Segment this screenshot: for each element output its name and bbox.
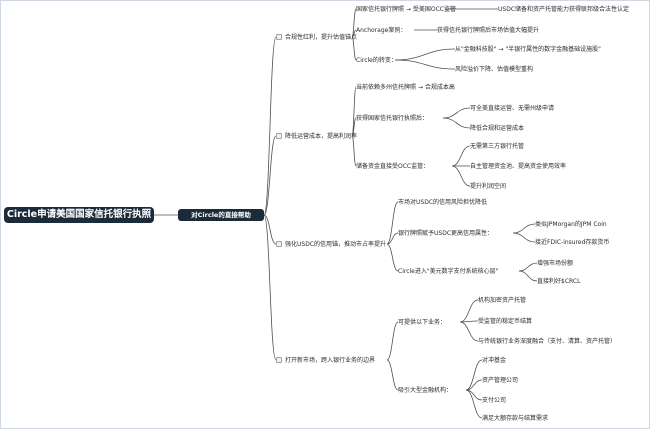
b3-bank-detail-line — [512, 232, 536, 243]
b1-item-shift-detail-1[interactable]: 从"金融科技股" → "半银行属性的数字金融基础设施股" — [455, 46, 601, 53]
center-branch-line — [263, 214, 277, 361]
b3-item-crcl[interactable]: 直接利好$CRCL — [537, 278, 581, 285]
b4-item-payment-cos[interactable]: 支付公司 — [482, 397, 507, 404]
b2-item-charter-detail-1[interactable]: 可全美直接运营、无需州级申请 — [470, 105, 555, 112]
branch3-child-line — [386, 201, 399, 245]
b1-item-anchorage-detail[interactable]: 获得信托银行牌照后市场估值大幅提升 — [437, 27, 540, 34]
branch1-child-line — [351, 29, 357, 38]
branch3-child-line — [386, 232, 399, 245]
branch-label: 降低运营成本，提高利润率 — [285, 133, 358, 140]
branch2-child-line — [351, 86, 357, 137]
b4-item-asset-managers[interactable]: 资产管理公司 — [482, 377, 519, 384]
b4-item-services[interactable]: 可提供以下业务： — [398, 319, 447, 326]
b2-item-reserve-occ[interactable]: 储备资金直接受OCC监管： — [356, 163, 430, 170]
root-node[interactable]: Circle申请美国国家信托银行执照 — [4, 207, 154, 223]
b3-item-core-layer[interactable]: Circle进入"美元数字支付系统核心层" — [398, 268, 499, 275]
b1-shift-detail-line — [394, 59, 456, 70]
b2-item-multi-state[interactable]: 当前依赖多州信托牌照 → 合规成本高 — [356, 84, 455, 91]
branch4-child-line — [386, 321, 399, 361]
branch-cost[interactable]: 降低运营成本，提高利润率 — [276, 132, 357, 141]
central-topic-node[interactable]: 对Circle的直接帮助 — [178, 209, 264, 221]
center-branch-line — [263, 214, 277, 245]
b4-service-detail-line — [459, 321, 479, 342]
b4-item-settlement[interactable]: 受监管的稳定币结算 — [478, 318, 533, 325]
b2-item-reserve-detail-1[interactable]: 无需第三方银行托管 — [470, 143, 525, 150]
topic-marker-icon — [276, 357, 282, 363]
b4-service-detail-line — [459, 299, 479, 323]
b1-item-occ[interactable]: 国家信托银行牌照 → 受美国OCC监管 — [356, 6, 456, 13]
b3-core-detail-line — [518, 270, 538, 282]
b1-item-circle-shift[interactable]: Circle的转变： — [356, 57, 397, 64]
b4-institution-detail-line — [465, 379, 483, 391]
b3-item-fdic[interactable]: 接近FDIC-insured存款货币 — [535, 239, 610, 246]
b4-item-custody[interactable]: 机构加密资产托管 — [478, 297, 527, 304]
b4-item-hedge-funds[interactable]: 对冲基金 — [482, 357, 507, 364]
b4-item-large-deposits[interactable]: 满足大额存款与结算需求 — [482, 415, 549, 422]
b2-charter-detail-line — [442, 107, 471, 119]
b2-reserve-detail-line — [451, 145, 471, 167]
branch3-child-line — [386, 243, 399, 272]
b2-item-national-charter[interactable]: 获得国家信托银行执照后： — [356, 115, 429, 122]
branch-label: 打开新市场，跨入银行业务的边界 — [285, 357, 376, 364]
b1-item-anchorage[interactable]: Anchorage案例： — [356, 27, 407, 34]
b3-bank-detail-line — [512, 223, 536, 234]
b1-item-occ-detail[interactable]: USDC储备和资产托管能力获得联邦级合法性认定 — [498, 6, 630, 13]
branch4-child-line — [386, 359, 399, 391]
branch1-child-line — [351, 8, 357, 38]
topic-marker-icon — [276, 34, 282, 40]
b2-item-reserve-detail-2[interactable]: 自主管理资金池、提高资金使用效率 — [470, 163, 567, 170]
topic-marker-icon — [276, 133, 282, 139]
b3-core-detail-line — [518, 262, 538, 272]
center-branch-line — [263, 36, 277, 216]
b3-item-jpm-coin[interactable]: 类似JPMorgan的JPM Coin — [535, 221, 607, 228]
b4-item-institutions[interactable]: 吸引大型金融机构： — [398, 387, 453, 394]
branch-new-market[interactable]: 打开新市场，跨入银行业务的边界 — [276, 356, 375, 365]
b1-item-shift-detail-2[interactable]: 风险溢价下降、估值模型重构 — [455, 66, 534, 73]
b1-shift-detail-line — [394, 48, 456, 61]
center-branch-line — [263, 135, 277, 216]
b2-item-charter-detail-2[interactable]: 降低合规和运营成本 — [470, 125, 525, 132]
b2-item-reserve-detail-3[interactable]: 提升利润空间 — [470, 183, 507, 190]
b4-item-integration[interactable]: 与传统银行业务深度融合（支付、清算、资产托管） — [478, 338, 617, 345]
branch1-child-line — [351, 36, 357, 61]
branch-label: 合规性红利，提升估值锚点 — [285, 34, 358, 41]
b4-institution-detail-line — [465, 389, 483, 419]
branch2-child-line — [351, 117, 357, 137]
b3-item-bank-credit[interactable]: 银行牌照赋予USDC更高信用属性： — [398, 230, 494, 237]
branch-usdc-credit[interactable]: 强化USDC的信用锚，推动市占率提升 — [276, 240, 386, 249]
b3-item-market-share[interactable]: 增强市场份额 — [537, 260, 574, 267]
branch-compliance[interactable]: 合规性红利，提升估值锚点 — [276, 33, 357, 42]
branch2-child-line — [351, 135, 357, 167]
b2-reserve-detail-line — [451, 165, 471, 187]
b3-item-credit-risk[interactable]: 市场对USDC的信用风险担忧降低 — [398, 199, 488, 206]
branch-label: 强化USDC的信用锚，推动市占率提升 — [285, 241, 387, 248]
b2-charter-detail-line — [442, 117, 471, 129]
b4-institution-detail-line — [465, 359, 483, 391]
topic-marker-icon — [276, 241, 282, 247]
